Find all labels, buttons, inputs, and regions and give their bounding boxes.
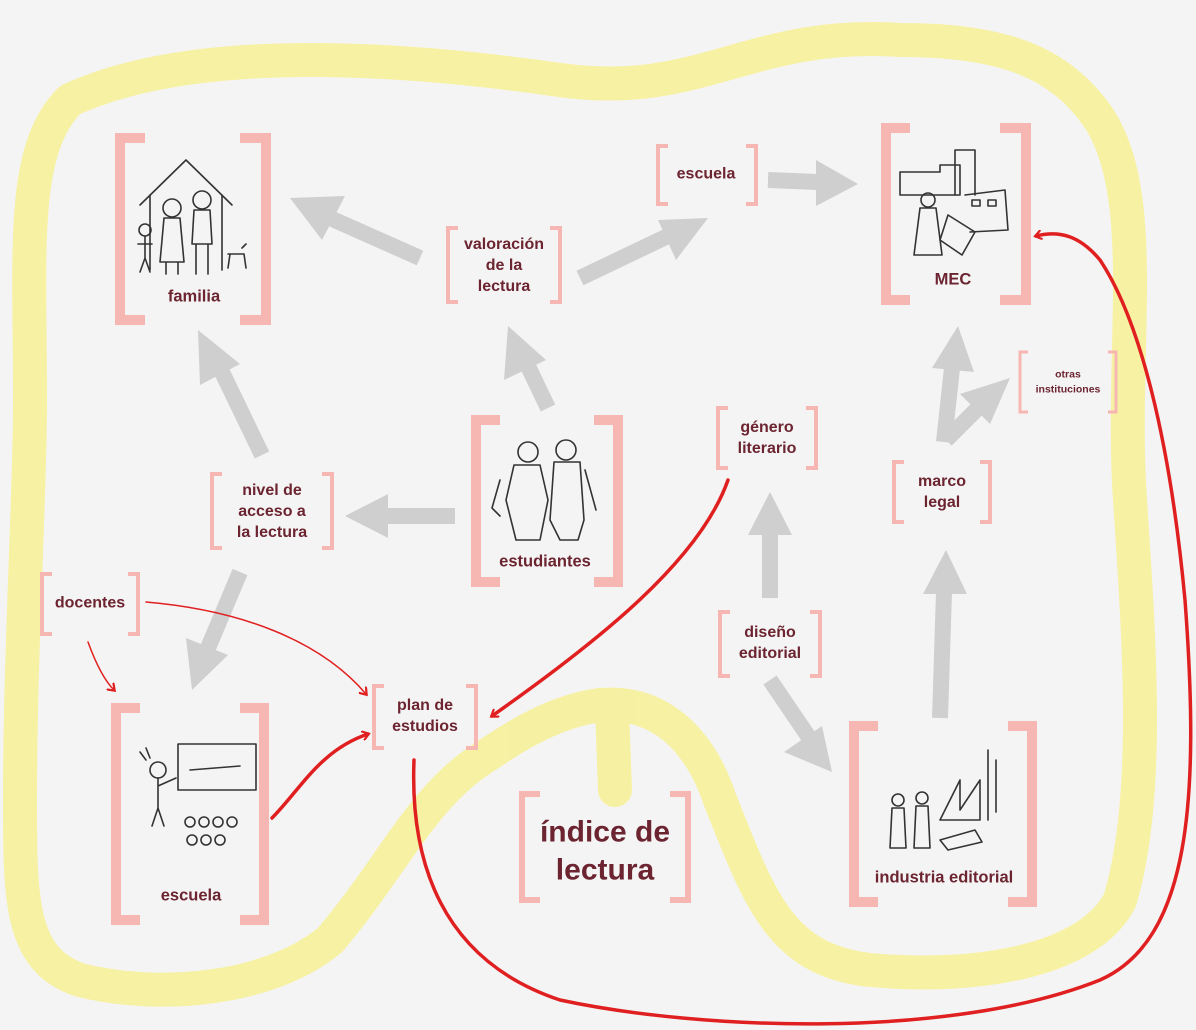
node-escuela-bottom: escuela (160, 886, 222, 905)
arrow-estudiantes-nivel (345, 494, 455, 538)
arrow-escuela-mec (767, 160, 858, 206)
red-arrows (87, 234, 1193, 1026)
red-arrow-plan-mec (411, 234, 1193, 1026)
arrow-diseno-genero (748, 492, 792, 598)
arrow-diseno-industria (763, 675, 832, 772)
bracket-mec (881, 123, 1031, 305)
brackets (40, 123, 1118, 925)
bracket-indice (519, 791, 691, 903)
arrow-nivel-escuela (186, 568, 248, 690)
bracket-otras (1018, 350, 1118, 414)
bracket-plan (372, 684, 478, 750)
red-arrow-escuela-plan (270, 734, 368, 820)
node-indice-de-lectura: índice de lectura (539, 815, 671, 887)
yellow-highlight-loop (3, 22, 1157, 1007)
arrow-industria-marco (923, 550, 967, 719)
node-diseno-editorial: diseño editorial (738, 624, 802, 662)
node-familia: familia (167, 287, 221, 306)
bracket-escuela-bottom (111, 703, 269, 925)
node-mec: MEC (934, 270, 972, 289)
node-escuela-top: escuela (676, 165, 736, 183)
bracket-marco (892, 460, 992, 524)
classroom-icon (139, 743, 257, 846)
students-icon (491, 439, 597, 541)
node-marco-legal: marco legal (917, 473, 967, 511)
bracket-genero (716, 406, 818, 470)
node-genero-literario: género literario (737, 419, 797, 457)
bracket-familia (115, 133, 271, 325)
bracket-docentes (40, 572, 140, 636)
node-docentes: docentes (54, 594, 126, 612)
bracket-escuela-top (656, 144, 758, 206)
industry-workers-icon (889, 749, 997, 851)
bracket-industria (849, 721, 1037, 907)
arrow-marco-otras (940, 378, 1010, 446)
arrow-nivel-familia (198, 330, 270, 459)
node-estudiantes: estudiantes (499, 552, 591, 571)
mec-building-icon (899, 149, 1009, 256)
bracket-diseno (718, 610, 822, 678)
bracket-nivel (210, 472, 334, 550)
node-industria-editorial: industria editorial (874, 868, 1014, 887)
node-valoracion-de-la-lectura: valoración de la lectura (463, 235, 545, 295)
arrow-valoracion-familia (290, 196, 424, 266)
bracket-estudiantes (471, 415, 623, 587)
gray-arrows (186, 160, 1010, 772)
red-arrow-genero-plan (492, 478, 730, 718)
arrow-valoracion-escuela (576, 218, 708, 286)
node-nivel-de-acceso: nivel de acceso a la lectura (236, 481, 308, 541)
node-otras-instituciones: otras instituciones (1035, 368, 1101, 395)
bracket-valoracion (446, 226, 562, 304)
arrow-estudiantes-valoracion (504, 326, 556, 412)
node-plan-de-estudios: plan de estudios (392, 697, 458, 735)
red-arrow-docentes-escuela (87, 641, 114, 690)
family-house-icon (137, 159, 247, 275)
red-arrow-docentes-plan (145, 601, 366, 694)
sketch-illustrations (137, 149, 1009, 851)
